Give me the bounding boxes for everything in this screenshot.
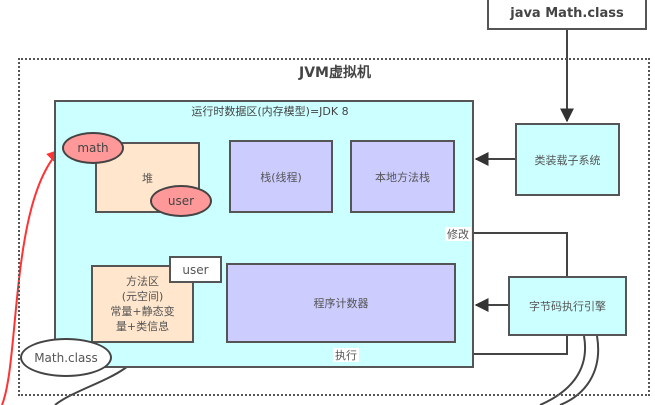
method-area-line: 常量+静态变 xyxy=(110,305,175,318)
method-area-line: 量+类信息 xyxy=(115,320,170,333)
execute-edge-label: 执行 xyxy=(333,348,359,362)
source-class-file-node[interactable]: java Math.class xyxy=(487,0,647,30)
math-class-node[interactable]: Math.class xyxy=(20,338,112,377)
user-reference-label[interactable]: user xyxy=(169,256,222,283)
jvm-title: JVM虚拟机 xyxy=(299,65,371,81)
edge-engine-exit-1 xyxy=(539,335,587,405)
stack-node[interactable]: 栈(线程) xyxy=(229,140,333,213)
execution-engine-node[interactable]: 字节码执行引擎 xyxy=(508,276,627,336)
method-area-line: (元空间) xyxy=(121,290,164,303)
modify-edge-label: 修改 xyxy=(445,227,471,241)
runtime-area-title: 运行时数据区(内存模型)=JDK 8 xyxy=(191,105,349,118)
program-counter-node[interactable]: 程序计数器 xyxy=(226,263,456,343)
edge-engine-exit-2 xyxy=(559,335,600,405)
jvm-boundary xyxy=(18,58,650,396)
class-loader-node[interactable]: 类装载子系统 xyxy=(515,123,620,196)
user-object-node[interactable]: user xyxy=(150,185,212,217)
method-area-line: 方法区 xyxy=(126,275,159,288)
native-method-stack-node[interactable]: 本地方法栈 xyxy=(350,140,455,213)
math-object-node[interactable]: math xyxy=(62,132,124,164)
